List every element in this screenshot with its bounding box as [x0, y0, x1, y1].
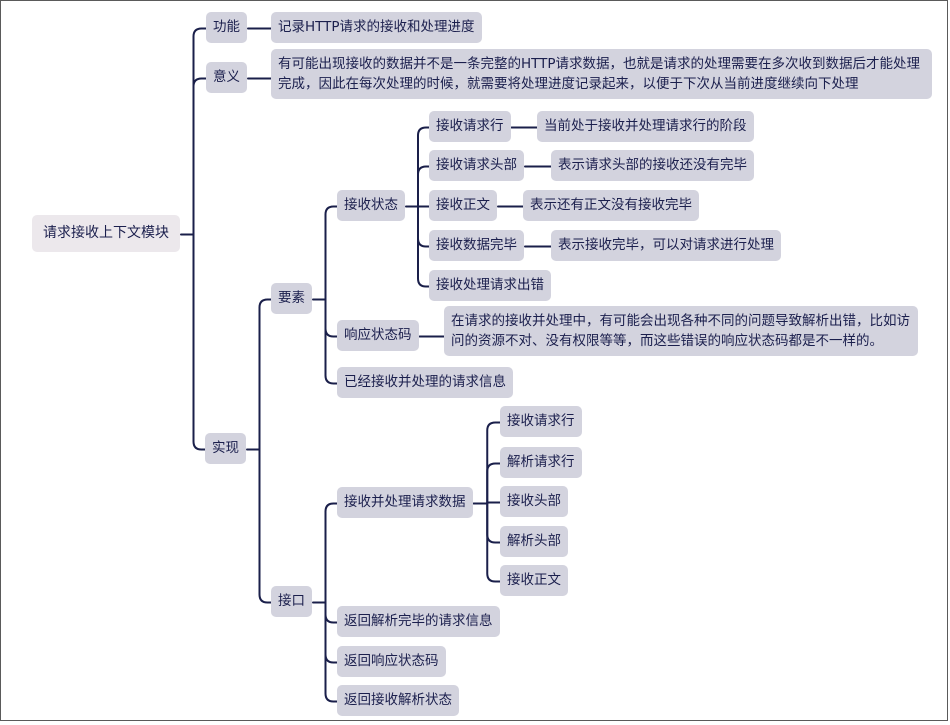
node-parsed-request-info[interactable]: 已经接收并处理的请求信息 [337, 367, 513, 398]
node-receive-process[interactable]: 接收并处理请求数据 [337, 487, 473, 518]
node-state-header-desc[interactable]: 表示请求头部的接收还没有完毕 [551, 150, 754, 181]
root-node[interactable]: 请求接收上下文模块 [32, 215, 180, 252]
edge-root-branch-0 [192, 27, 208, 236]
node-step-recv-header[interactable]: 接收头部 [500, 486, 568, 517]
node-interface[interactable]: 接口 [271, 586, 312, 617]
node-meaning-desc[interactable]: 有可能出现接收的数据并不是一条完整的HTTP请求数据，也就是请求的处理需要在多次… [271, 49, 932, 99]
edge-rp-branch-3 [486, 502, 502, 544]
node-implementation[interactable]: 实现 [205, 433, 246, 464]
node-step-recv-request-line[interactable]: 接收请求行 [500, 406, 582, 437]
edge-intf-branch-3 [324, 601, 339, 703]
edge-recv-branch-0 [417, 126, 431, 208]
node-function[interactable]: 功能 [206, 12, 247, 43]
edge-elem-branch-2 [324, 298, 339, 385]
node-state-complete[interactable]: 接收数据完毕 [429, 230, 524, 261]
edge-impl-branch-1 [258, 448, 273, 604]
node-state-header[interactable]: 接收请求头部 [429, 150, 524, 181]
edge-impl-branch-0 [258, 298, 273, 451]
node-status-code-desc[interactable]: 在请求的接收并处理中，有可能会出现各种不同的问题导致解析出错，比如访问的资源不对… [444, 306, 918, 356]
edge-elem-branch-0 [324, 205, 339, 301]
node-step-recv-body[interactable]: 接收正文 [500, 565, 568, 596]
edge-intf-branch-0 [324, 502, 339, 604]
edge-rp-branch-0 [486, 421, 502, 505]
node-step-parse-header[interactable]: 解析头部 [500, 526, 568, 557]
node-state-request-line[interactable]: 接收请求行 [429, 111, 511, 142]
edge-recv-branch-1 [417, 165, 431, 208]
edge-root-branch-1 [192, 77, 208, 236]
node-return-request-info[interactable]: 返回解析完毕的请求信息 [337, 606, 500, 637]
node-return-status-code[interactable]: 返回响应状态码 [337, 646, 446, 677]
edge-rp-branch-4 [486, 502, 502, 583]
node-meaning[interactable]: 意义 [206, 62, 247, 93]
node-state-error[interactable]: 接收处理请求出错 [429, 270, 551, 301]
edge-root-branch-2 [192, 233, 207, 451]
node-state-request-line-desc[interactable]: 当前处于接收并处理请求行的阶段 [537, 111, 754, 142]
edge-rp-branch-1 [486, 462, 502, 505]
node-elements[interactable]: 要素 [271, 283, 312, 314]
node-step-parse-request-line[interactable]: 解析请求行 [500, 447, 582, 478]
edge-recv-branch-4 [417, 205, 431, 288]
node-state-body-desc[interactable]: 表示还有正文没有接收完毕 [523, 190, 699, 221]
node-return-parse-state[interactable]: 返回接收解析状态 [337, 685, 459, 716]
node-function-desc[interactable]: 记录HTTP请求的接收和处理进度 [271, 12, 482, 43]
node-status-code[interactable]: 响应状态码 [337, 320, 419, 351]
node-state-body[interactable]: 接收正文 [429, 190, 497, 221]
node-receive-state[interactable]: 接收状态 [337, 190, 405, 221]
node-state-complete-desc[interactable]: 表示接收完毕，可以对请求进行处理 [551, 230, 781, 261]
